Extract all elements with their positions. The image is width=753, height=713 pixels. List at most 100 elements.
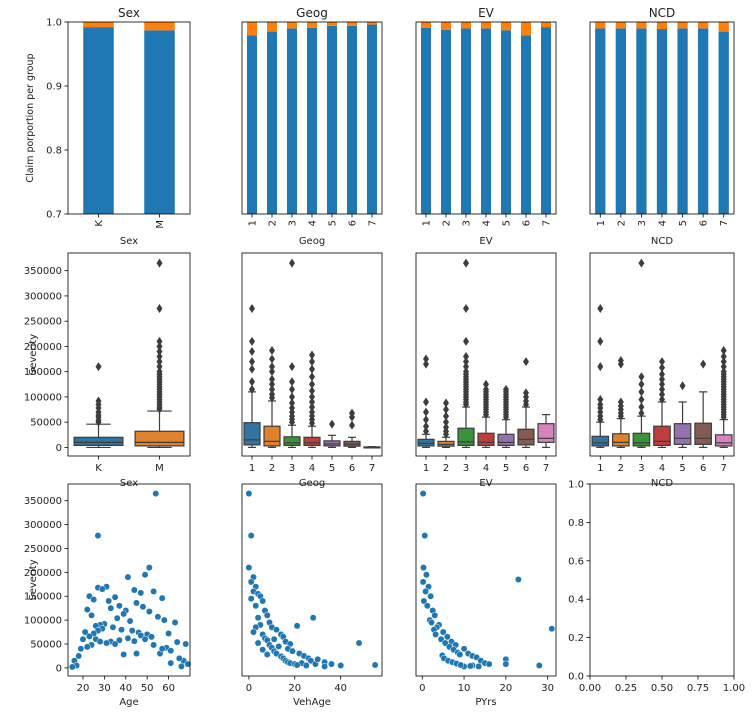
bar-segment [441, 22, 451, 30]
outlier-marker [349, 408, 355, 418]
outlier-marker [463, 357, 469, 367]
scatter-point [141, 635, 149, 643]
outlier-marker [720, 367, 727, 377]
scatter-point [475, 662, 483, 670]
y-tick-label: 0.8 [568, 518, 584, 529]
scatter-point [314, 655, 322, 663]
box-7 [537, 413, 555, 449]
x-tick-label: 3 [463, 463, 469, 474]
bar-segment [307, 27, 317, 215]
scatter-point [245, 564, 253, 572]
scatter-point [247, 578, 255, 586]
outlier-marker [309, 397, 315, 407]
outlier-marker [597, 362, 604, 372]
bar-segment [698, 22, 709, 29]
scatter-point [275, 642, 283, 650]
y-tick-label: 0.7 [46, 210, 62, 221]
outlier-marker [269, 367, 275, 377]
x-tick-label: 50 [141, 683, 154, 694]
y-tick-label: 50000 [30, 418, 62, 429]
x-tick-label: 20 [288, 683, 301, 694]
x-tick-label: 20 [77, 683, 90, 694]
x-axis-label: VehAge [293, 697, 331, 708]
scatter-point [355, 639, 363, 647]
y-tick-label: 200000 [24, 342, 62, 353]
box-body [591, 435, 610, 447]
y-tick-label: 250000 [24, 317, 62, 328]
box-body [537, 423, 555, 443]
outlier-marker [638, 372, 645, 382]
bar-segment [83, 27, 114, 215]
bar-segment [656, 29, 668, 214]
x-tick-label: 4 [309, 463, 315, 474]
x-tick-label: 3 [288, 220, 299, 226]
bar-segment [718, 31, 729, 214]
box-2 [263, 345, 281, 449]
outlier-marker [309, 372, 315, 382]
scatter-point [85, 632, 93, 640]
outlier-marker [700, 359, 707, 369]
bar-segment [656, 22, 668, 30]
outlier-marker [597, 394, 604, 404]
outlier-marker [638, 379, 645, 389]
bar-segment [595, 28, 606, 215]
y-tick-label: 1.0 [568, 480, 584, 491]
outlier-marker [443, 398, 449, 408]
box-body [517, 428, 535, 446]
x-axis-label: NCD [651, 236, 673, 247]
x-tick-label: 5 [678, 220, 689, 226]
outlier-marker [269, 384, 275, 394]
scatter-point [171, 619, 179, 626]
bar-segment [521, 35, 531, 214]
y-tick-label: 350000 [24, 496, 62, 507]
scatter-point [139, 603, 147, 611]
outlier-marker [659, 374, 665, 384]
box-1 [591, 304, 610, 449]
outlier-marker [289, 258, 295, 268]
x-tick-label: 40 [334, 683, 347, 694]
outlier-marker [720, 357, 727, 367]
scatter-point [337, 662, 345, 669]
scatter-point [133, 650, 140, 658]
scatter-point [419, 490, 427, 498]
axes-frame [67, 21, 191, 215]
bar-segment [441, 29, 451, 215]
subplot-title: NCD [649, 6, 676, 20]
bar-segment [367, 24, 377, 215]
x-tick-label: 2 [269, 463, 275, 474]
box-body [134, 430, 185, 447]
outlier-marker [249, 304, 255, 314]
x-tick-label: 6 [523, 463, 529, 474]
scatter-point [148, 633, 155, 641]
outlier-marker [249, 384, 255, 394]
outlier-marker [309, 386, 315, 396]
scatter-point [456, 651, 464, 658]
box-5 [673, 381, 692, 449]
scatter-point [83, 643, 91, 651]
outlier-marker [463, 352, 469, 362]
scatter-point [167, 659, 175, 667]
x-axis-label: NCD [651, 478, 673, 489]
x-tick-label: 5 [328, 220, 339, 226]
scatter-point [141, 571, 149, 579]
box-body [243, 422, 261, 446]
bar-segment [287, 28, 297, 215]
outlier-marker [423, 407, 429, 417]
scatter-point [165, 630, 173, 637]
axes-frame [241, 483, 383, 677]
scatter-point [466, 662, 474, 670]
x-tick-label: 1 [597, 463, 603, 474]
box-body [437, 440, 455, 447]
outlier-marker [659, 394, 665, 404]
box-1 [417, 354, 435, 449]
bar-segment [461, 28, 471, 215]
x-tick-label: 4 [659, 463, 665, 474]
x-tick-label: 0.75 [687, 683, 709, 694]
scatter-point [90, 596, 98, 604]
scatter-point [98, 585, 106, 593]
scatter-point [420, 597, 428, 605]
bar-segment [327, 22, 337, 26]
scatter-point [485, 660, 493, 668]
outlier-marker [659, 357, 665, 367]
